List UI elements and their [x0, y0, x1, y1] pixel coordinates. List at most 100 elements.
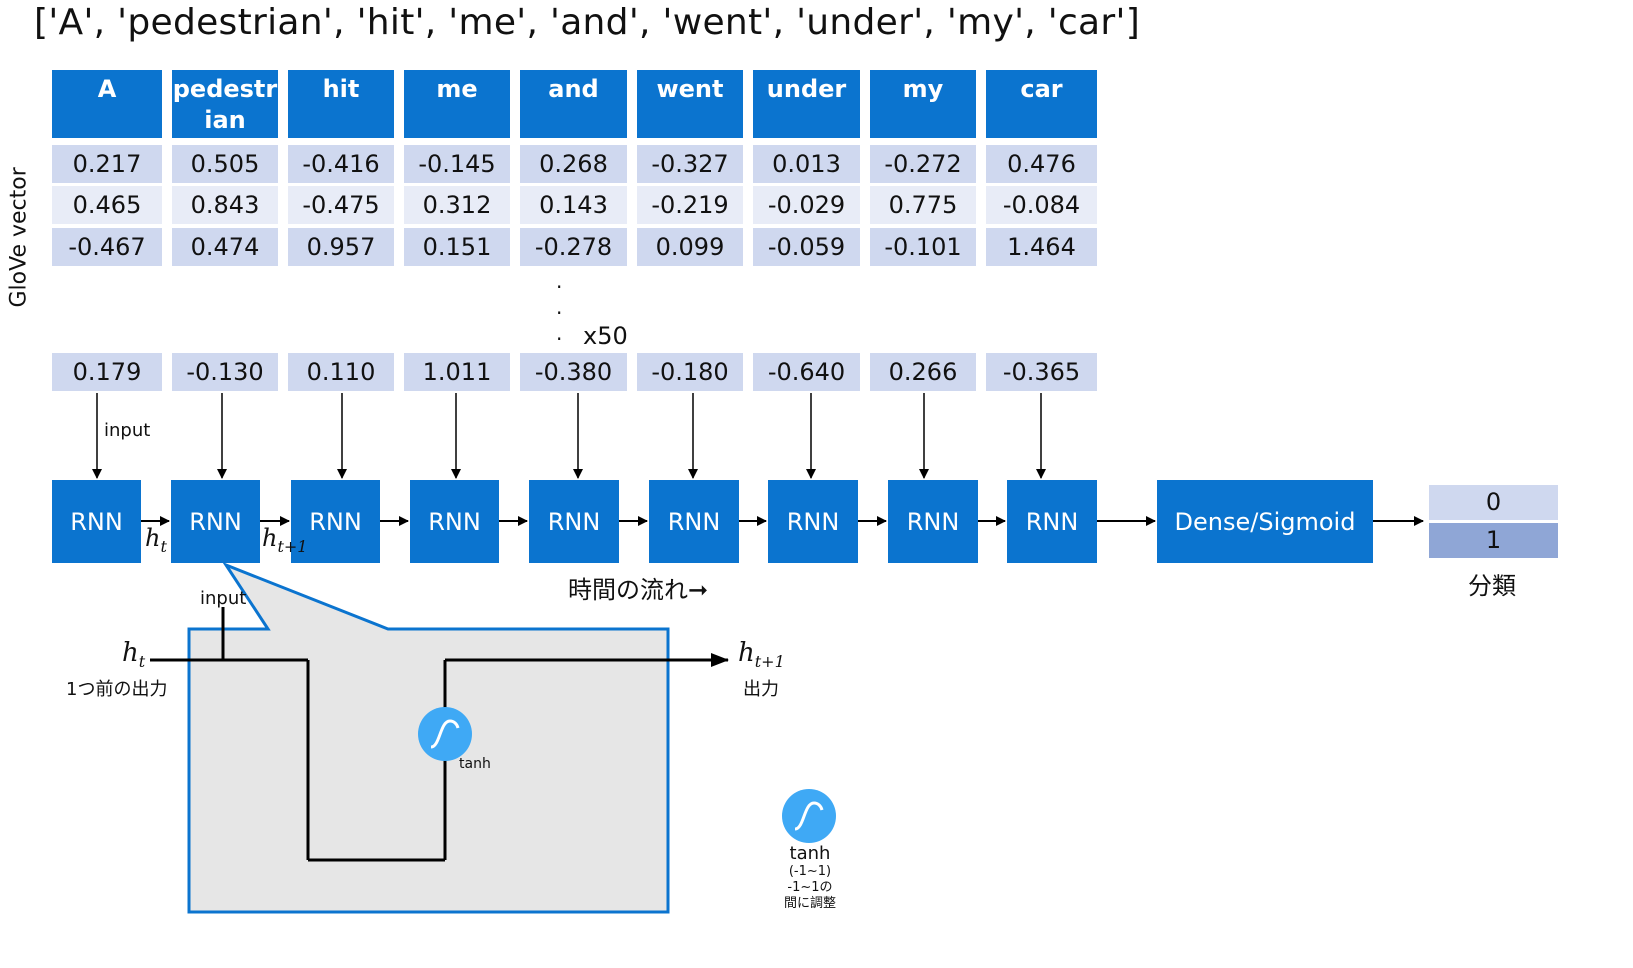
token-header: A	[52, 70, 162, 138]
token-label: and	[548, 75, 599, 103]
vector-cell-last: 0.110	[288, 353, 394, 391]
diagram-title: ['A', 'pedestrian', 'hit', 'me', 'and', …	[34, 2, 1141, 43]
vector-cell: 0.505	[172, 145, 278, 183]
token-header: pedestr ian	[172, 70, 278, 138]
vector-cell: -0.327	[637, 145, 743, 183]
vector-cell: 0.217	[52, 145, 162, 183]
rnn-label: RNN	[667, 507, 721, 536]
vector-cell: -0.278	[520, 228, 627, 266]
vector-cell: 0.465	[52, 186, 162, 224]
vector-cell: -0.059	[753, 228, 860, 266]
token-label: me	[436, 75, 478, 103]
token-header: me	[404, 70, 510, 138]
vector-cell: -0.272	[870, 145, 976, 183]
time-flow-label: 時間の流れ➞	[568, 576, 709, 604]
token-label: under	[766, 75, 847, 103]
vector-cell: 0.476	[986, 145, 1097, 183]
output-label: 出力	[743, 679, 779, 700]
vector-cell: 1.464	[986, 228, 1097, 266]
vector-cell-last: 0.266	[870, 353, 976, 391]
tanh-legend: tanh (-1~1) -1~1の 間に調整	[759, 844, 861, 912]
class-1-cell: 1	[1429, 523, 1558, 558]
vector-cell: 0.151	[404, 228, 510, 266]
rnn-cell: RNN	[52, 480, 141, 563]
vector-cell: -0.084	[986, 186, 1097, 224]
vector-cell-last: 0.179	[52, 353, 162, 391]
vector-cell: -0.145	[404, 145, 510, 183]
vector-cell: -0.416	[288, 145, 394, 183]
rnn-label: RNN	[1025, 507, 1079, 536]
rnn-cell: RNN	[1007, 480, 1097, 563]
token-header: under	[753, 70, 860, 138]
token-header: and	[520, 70, 627, 138]
vector-cell: 0.775	[870, 186, 976, 224]
vector-cell-last: -0.365	[986, 353, 1097, 391]
token-header: went	[637, 70, 743, 138]
vector-cell: 0.013	[753, 145, 860, 183]
rnn-cell: RNN	[649, 480, 739, 563]
prev-output-label: 1つ前の出力	[66, 679, 168, 700]
y-axis-label: GloVe vector	[6, 167, 32, 308]
rnn-label: RNN	[786, 507, 840, 536]
tanh-legend-desc-1: -1~1の	[787, 880, 833, 895]
vector-cell-last: -0.130	[172, 353, 278, 391]
rnn-cell: RNN	[410, 480, 499, 563]
rnn-cell: RNN	[171, 480, 260, 563]
vector-cell: -0.029	[753, 186, 860, 224]
class-0-cell: 0	[1429, 485, 1558, 520]
token-label: A	[97, 75, 117, 103]
tanh-label: tanh	[459, 756, 491, 772]
token-label: went	[656, 75, 724, 103]
vector-cell-last: -0.640	[753, 353, 860, 391]
dense-label: Dense/Sigmoid	[1174, 507, 1356, 536]
vector-cell: -0.219	[637, 186, 743, 224]
class-1-label: 1	[1485, 526, 1502, 554]
tanh-legend-icon	[782, 789, 836, 843]
rnn-cell: RNN	[768, 480, 858, 563]
rnn-label: RNN	[547, 507, 601, 536]
rnn-label: RNN	[309, 507, 362, 536]
vector-cell-last: -0.180	[637, 353, 743, 391]
classification-label: 分類	[1468, 572, 1516, 600]
vector-cell: 0.312	[404, 186, 510, 224]
hidden-state-ht-label: ht	[145, 524, 167, 556]
tanh-legend-range: (-1~1)	[788, 864, 832, 879]
token-header: car	[986, 70, 1097, 138]
class-0-label: 0	[1485, 488, 1502, 516]
next-hidden-state-label: ht+1	[738, 638, 785, 672]
vector-cell: 0.957	[288, 228, 394, 266]
tanh-icon	[418, 707, 472, 761]
token-label: car	[1020, 75, 1063, 103]
vector-cell: -0.475	[288, 186, 394, 224]
vector-cell-last: -0.380	[520, 353, 627, 391]
rnn-cell: RNN	[888, 480, 978, 563]
tanh-legend-desc-2: 間に調整	[783, 896, 836, 911]
dense-sigmoid-layer: Dense/Sigmoid	[1157, 480, 1373, 563]
vector-cell: 0.099	[637, 228, 743, 266]
ellipsis-dots: ···	[556, 275, 563, 351]
token-label: pedestr ian	[172, 75, 278, 134]
input-label: input	[104, 420, 151, 441]
rnn-cell: RNN	[291, 480, 380, 563]
vector-cell: 0.474	[172, 228, 278, 266]
vector-cell: 0.143	[520, 186, 627, 224]
token-label: my	[902, 75, 944, 103]
vector-cell: -0.467	[52, 228, 162, 266]
vector-cell: -0.101	[870, 228, 976, 266]
token-header: hit	[288, 70, 394, 138]
token-header: my	[870, 70, 976, 138]
rnn-label: RNN	[189, 507, 242, 536]
prev-hidden-state-label: ht	[122, 638, 146, 672]
vector-cell-last: 1.011	[404, 353, 510, 391]
dimension-count: x50	[583, 322, 628, 350]
rnn-cell: RNN	[529, 480, 619, 563]
hidden-state-ht1-label: ht+1	[262, 524, 308, 556]
token-label: hit	[322, 75, 360, 103]
rnn-label: RNN	[70, 507, 123, 536]
vector-cell: 0.268	[520, 145, 627, 183]
cell-input-label: input	[200, 588, 247, 609]
rnn-label: RNN	[428, 507, 481, 536]
tanh-legend-name: tanh	[789, 843, 831, 864]
rnn-label: RNN	[906, 507, 960, 536]
vector-cell: 0.843	[172, 186, 278, 224]
